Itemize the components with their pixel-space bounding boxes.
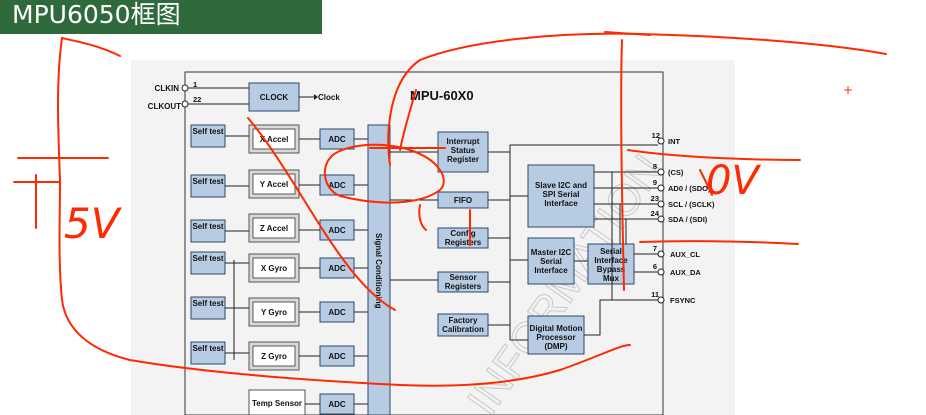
pin-name: AUX_CL: [670, 250, 700, 259]
block-line: Digital Motion: [530, 324, 583, 333]
clock-block: [248, 82, 300, 112]
right-pin-list: 12 INT 8 (CS) 9 AD0 / (SDO) 23 SCL / (SC…: [651, 131, 715, 305]
pin-num-clkin: 1: [193, 80, 197, 89]
pin-num-clkout: 22: [193, 95, 201, 104]
ink-label-5v: 5V: [64, 199, 123, 248]
pin-name: FSYNC: [670, 296, 696, 305]
pin-name: SCL / (SCLK): [668, 200, 715, 209]
block-line: Config: [450, 229, 475, 238]
block-line: Processor: [536, 333, 575, 342]
block-line: Factory: [449, 316, 478, 325]
pin-name: (CS): [668, 168, 684, 177]
adc-label: ADC: [328, 400, 346, 409]
pin-number: 7: [653, 244, 657, 253]
pin-number: 23: [651, 194, 659, 203]
block-line: Slave I2C and: [535, 181, 587, 190]
block-line: (DMP): [544, 342, 567, 351]
pin-name: SDA / (SDI): [668, 215, 708, 224]
self-test-label: Self test: [192, 177, 223, 186]
pin-clkout: [181, 100, 189, 108]
clock-output-label: Clock: [318, 93, 340, 102]
block-line: Registers: [445, 238, 482, 247]
sensor-z-gyro: Z Gyro: [261, 352, 287, 361]
self-test-label: Self test: [192, 222, 223, 231]
block-line: Sensor: [449, 273, 476, 282]
sensor-z-accel: Z Accel: [260, 224, 288, 233]
block-line: Mux: [603, 274, 620, 283]
block-line: Registers: [445, 282, 482, 291]
block-line: FIFO: [454, 196, 472, 205]
sensor-y-gyro: Y Gyro: [261, 308, 287, 317]
block-line: Calibration: [442, 325, 484, 334]
pin-number: 6: [653, 262, 657, 271]
block-line: Bypass: [597, 265, 626, 274]
pin-number: 8: [653, 162, 657, 171]
sensor-temp: Temp Sensor: [252, 399, 302, 408]
block-line: Interface: [534, 266, 568, 275]
block-line: Interface: [544, 199, 578, 208]
self-test-label: Self test: [192, 299, 223, 308]
pin-clkin: [181, 84, 189, 92]
block-line: Serial: [540, 257, 562, 266]
adc-label: ADC: [328, 226, 346, 235]
signal-conditioning-block: [367, 124, 391, 415]
pin-number: 24: [651, 209, 660, 218]
diagram-sheet: [131, 60, 735, 415]
pin-name: AD0 / (SDO): [668, 184, 711, 193]
adc-label: ADC: [328, 308, 346, 317]
pin-number: 11: [651, 290, 659, 299]
pin-name: AUX_DA: [670, 268, 701, 277]
page-title: MPU6050框图: [12, 0, 181, 29]
master-i2c-block: [527, 237, 575, 285]
ink-annotations: 5V 0V +: [13, 31, 887, 387]
ink-label-0v: 0V: [706, 158, 761, 204]
slave-i2c-block: [527, 164, 595, 228]
block-line: Register: [447, 155, 479, 164]
chip-title: MPU-60X0: [410, 88, 474, 103]
block-line: SPI Serial: [543, 190, 580, 199]
adc-label: ADC: [328, 352, 346, 361]
sensor-x-accel: X Accel: [260, 135, 289, 144]
block-line: Serial: [600, 247, 622, 256]
pin-number: 9: [653, 178, 657, 187]
block-line: Master I2C: [531, 248, 572, 257]
sensor-y-accel: Y Accel: [260, 180, 288, 189]
adc-label: ADC: [328, 135, 346, 144]
ink-plus-mark: +: [843, 83, 853, 97]
adc-label: ADC: [328, 181, 346, 190]
pin-number: 12: [652, 131, 660, 140]
sensor-x-gyro: X Gyro: [261, 264, 287, 273]
block-line: Interface: [594, 256, 628, 265]
block-line: Interrupt: [447, 137, 480, 146]
block-line: Status: [451, 146, 476, 155]
signal-conditioning-label: Signal Conditioning: [374, 233, 383, 309]
bypass-mux-block: [587, 243, 635, 285]
sensor-column: X Accel Y Accel Z Accel X Gyro Y Gyro Z …: [248, 124, 306, 415]
pin-label-clkin: CLKIN: [155, 84, 180, 93]
self-test-label: Self test: [192, 344, 223, 353]
adc-label: ADC: [328, 264, 346, 273]
self-test-column: Self test Self test Self test Self test …: [190, 124, 226, 365]
chip-outline: [184, 71, 664, 415]
clock-block-label: CLOCK: [260, 93, 289, 102]
pin-name: INT: [668, 137, 681, 146]
pin-label-clkout: CLKOUT: [148, 102, 181, 111]
self-test-label: Self test: [192, 254, 223, 263]
title-banner: MPU6050框图: [0, 0, 322, 34]
self-test-label: Self test: [192, 127, 223, 136]
